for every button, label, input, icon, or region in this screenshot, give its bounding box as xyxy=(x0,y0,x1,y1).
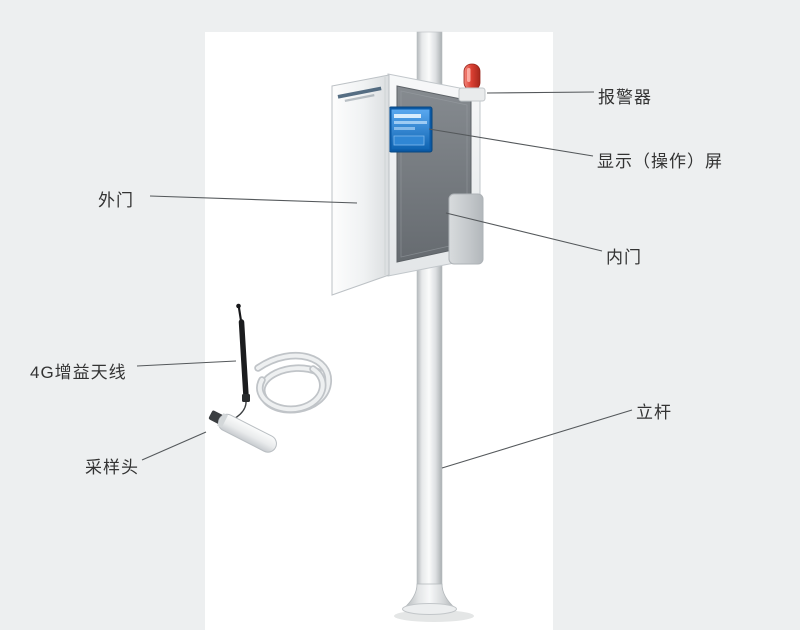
screen-text-line xyxy=(394,121,427,124)
label-pole: 立杆 xyxy=(636,403,672,422)
leader-alarm xyxy=(486,91,595,94)
sampler-body xyxy=(217,413,277,453)
side-compartment xyxy=(448,193,484,265)
leader-lines xyxy=(136,91,633,469)
antenna-cable-coil xyxy=(254,351,332,414)
pole-base-rim xyxy=(402,603,457,615)
leader-pole xyxy=(441,409,633,469)
screen-text-line xyxy=(394,114,421,118)
antenna-rod xyxy=(236,303,250,402)
label-sampling-head: 采样头 xyxy=(85,458,139,477)
leader-antenna xyxy=(136,360,237,367)
label-display-screen: 显示（操作）屏 xyxy=(597,152,723,171)
label-inner-door: 内门 xyxy=(606,248,642,267)
cabinet-outer-door xyxy=(331,74,390,296)
screen-text-line xyxy=(394,127,415,130)
leader-inner-door xyxy=(445,212,603,252)
sampler-collar xyxy=(217,413,228,428)
leader-sampler xyxy=(141,431,207,461)
screen-widget xyxy=(393,135,425,146)
label-alarm: 报警器 xyxy=(598,88,652,107)
label-antenna-4g: 4G增益天线 xyxy=(30,363,127,382)
label-outer-door: 外门 xyxy=(98,191,134,210)
alarm-highlight xyxy=(467,68,471,82)
alarm-dome xyxy=(463,63,481,91)
sampling-head xyxy=(208,410,277,453)
leader-display-screen xyxy=(428,128,594,157)
door-print xyxy=(337,86,382,102)
alarm-base xyxy=(458,87,486,102)
leader-outer-door xyxy=(149,195,358,204)
alarm-beacon xyxy=(458,63,486,102)
